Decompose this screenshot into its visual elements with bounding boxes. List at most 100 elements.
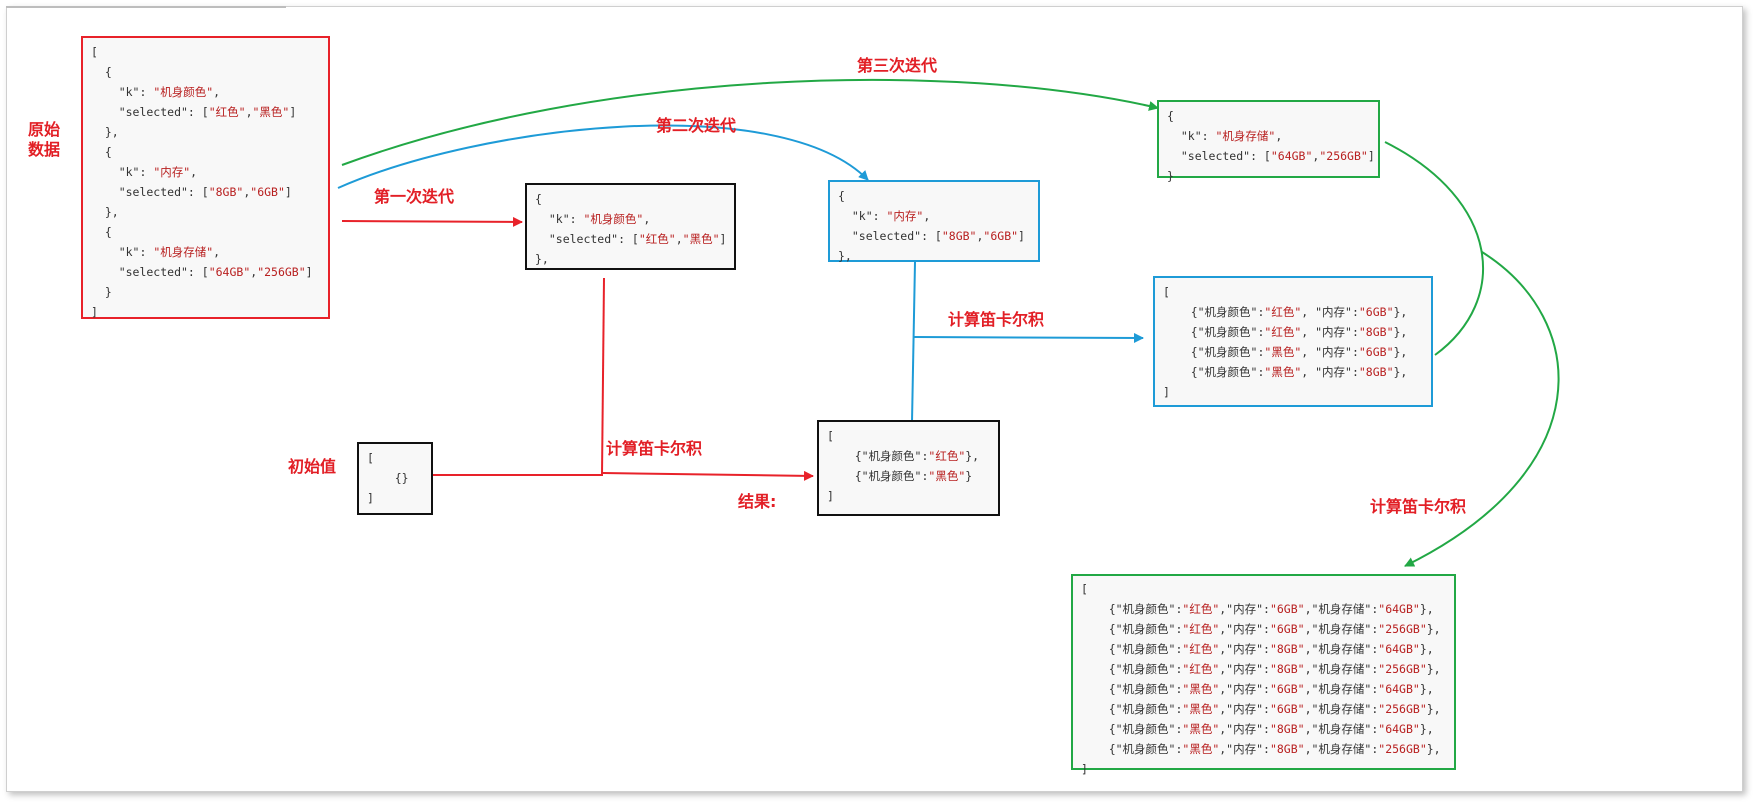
code-text: },	[1426, 742, 1441, 756]
code-string: "256GB"	[1319, 149, 1368, 163]
code-text: ,"机身存储":	[1304, 722, 1379, 736]
code-string: "黑色"	[1182, 742, 1220, 756]
code-line: "selected": ["64GB","256GB"]	[1167, 146, 1375, 166]
code-string: "红色"	[1182, 622, 1220, 636]
code-text: {"机身颜色":	[827, 469, 929, 483]
code-string: "8GB"	[1269, 642, 1305, 656]
code-line: {"机身颜色":"黑色","内存":"8GB","机身存储":"64GB"},	[1081, 720, 1446, 740]
code-line: }	[91, 282, 320, 302]
code-text: },	[1393, 365, 1408, 379]
code-string: "黑色"	[1182, 702, 1220, 716]
code-line: [	[91, 42, 320, 62]
code-text: "k":	[91, 165, 154, 179]
code-text: ,"机身存储":	[1304, 642, 1379, 656]
code-text: }	[1167, 169, 1174, 183]
code-string: "6GB"	[1358, 345, 1394, 359]
label-initial-value: 初始值	[288, 457, 337, 476]
code-line: {"机身颜色":"黑色", "内存":"6GB"},	[1163, 342, 1423, 362]
code-text: [	[367, 451, 374, 465]
code-text: , "内存":	[1301, 325, 1359, 339]
code-text: ,	[213, 245, 221, 259]
code-line: {"机身颜色":"红色", "内存":"8GB"},	[1163, 322, 1423, 342]
code-text: ,"内存":	[1219, 702, 1270, 716]
code-text: ,	[1275, 129, 1283, 143]
code-text: {"机身颜色":	[1081, 662, 1183, 676]
arrow-second-iteration	[337, 124, 869, 189]
code-string: "64GB"	[1378, 642, 1420, 656]
second-iteration-box: { "k": "内存", "selected": ["8GB","6GB"]},	[828, 180, 1040, 263]
code-line: {"机身颜色":"红色","内存":"8GB","机身存储":"256GB"},	[1081, 660, 1446, 680]
code-string: "64GB"	[1378, 722, 1420, 736]
code-text: ,	[243, 185, 251, 199]
code-text: {	[1167, 109, 1174, 123]
code-string: "8GB"	[1358, 325, 1394, 339]
code-text: },	[1393, 305, 1408, 319]
code-text: ,	[675, 232, 683, 246]
code-line: {	[838, 186, 1030, 206]
code-string: "红色"	[208, 105, 246, 119]
label-raw-data-line-1: 原始	[28, 120, 61, 139]
code-text: },	[838, 249, 852, 263]
code-string: "6GB"	[1358, 305, 1394, 319]
line-first-down	[601, 277, 605, 476]
code-text: ,	[250, 265, 258, 279]
code-string: "8GB"	[1269, 722, 1305, 736]
result-box-2: [ {"机身颜色": "红色" , "内存": "6GB"}, {"机身颜色":"红色…	[1153, 276, 1433, 407]
code-text: {"机身颜色":	[1081, 722, 1183, 736]
code-text: ,	[190, 165, 198, 179]
code-line: {"机身颜色":"红色","内存":"6GB","机身存储":"64GB"},	[1081, 600, 1446, 620]
code-text: },	[1419, 642, 1434, 656]
code-text: [	[1163, 285, 1170, 299]
code-string: "256GB"	[1378, 742, 1427, 756]
code-text: {}	[367, 471, 409, 485]
line-third-curve	[1384, 141, 1484, 356]
code-string: "红色"	[1264, 305, 1302, 319]
code-text: "k":	[1167, 129, 1216, 143]
code-text: {"机身颜色":	[1081, 742, 1183, 756]
code-text: }	[965, 469, 973, 483]
window-top-strip	[6, 6, 286, 8]
code-line: [	[367, 448, 423, 468]
third-iteration-box: { "k": "机身存储", "selected": ["64GB","256G…	[1157, 100, 1380, 183]
code-string: "64GB"	[1378, 602, 1420, 616]
code-text: },	[1426, 662, 1441, 676]
code-string: "红色"	[638, 232, 676, 246]
code-line: {"机身颜色":"黑色","内存":"6GB","机身存储":"64GB"},	[1081, 680, 1446, 700]
code-string: "64GB"	[1270, 149, 1313, 163]
code-text: ,	[213, 85, 221, 99]
code-text: {"机身颜色":	[1081, 622, 1183, 636]
code-text: [	[827, 429, 834, 443]
code-line: [	[827, 426, 990, 446]
code-string: "黑色"	[682, 232, 720, 246]
code-text: },	[91, 205, 119, 219]
code-line: },	[91, 122, 320, 142]
label-result: 结果:	[738, 492, 777, 511]
code-string: "6GB"	[1269, 622, 1305, 636]
code-text: ]	[1367, 149, 1375, 163]
code-text: "selected": [	[535, 232, 639, 246]
code-text: {"机身颜色":	[827, 449, 929, 463]
code-text: {"机身颜色":	[1081, 682, 1183, 696]
code-text: }	[91, 285, 112, 299]
code-string: "内存"	[153, 165, 191, 179]
code-text: "selected": [	[838, 229, 942, 243]
code-string: "256GB"	[257, 265, 306, 279]
code-line: ]	[1081, 760, 1446, 780]
code-string: "64GB"	[208, 265, 251, 279]
code-text: ]	[827, 489, 834, 503]
code-line: [	[1163, 282, 1423, 302]
result-box-3: [ {"机身颜色":"红色","内存":"6GB","机身存储":"64GB"}…	[1071, 574, 1456, 776]
code-string: "黑色"	[252, 105, 290, 119]
code-line: "k": "机身颜色",	[91, 82, 320, 102]
code-text: ,"内存":	[1219, 722, 1270, 736]
code-line: },	[535, 249, 726, 269]
code-text: ]	[1018, 229, 1025, 243]
code-string: "黑色"	[1182, 722, 1220, 736]
code-line: {"机身颜色":"黑色"}	[827, 466, 990, 486]
initial-value-box: [ {}]	[357, 442, 433, 515]
label-third-iteration: 第三次迭代	[857, 56, 938, 75]
code-text: },	[965, 449, 980, 463]
code-text: {"机身颜色":	[1163, 325, 1265, 339]
code-text: ,"内存":	[1219, 742, 1270, 756]
code-line: {"机身颜色":"红色","内存":"6GB","机身存储":"256GB"},	[1081, 620, 1446, 640]
